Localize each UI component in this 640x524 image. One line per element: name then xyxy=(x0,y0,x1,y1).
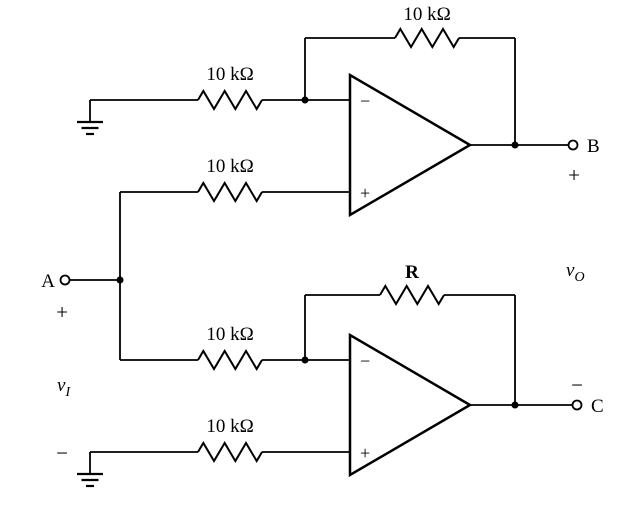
top-opamp-circuit: 10 kΩ 10 kΩ 10 kΩ − + B + xyxy=(75,4,600,218)
terminal-c-sign: − xyxy=(571,373,583,397)
opamp-top-noninverting-sign: + xyxy=(360,183,370,203)
ground-symbol-top xyxy=(75,120,105,136)
terminal-c-circle xyxy=(571,399,583,411)
junction-dot xyxy=(511,141,519,149)
opamp-bottom-inverting-sign: − xyxy=(360,351,370,371)
v-in-base: v xyxy=(57,375,66,396)
opamp-bottom-noninverting-sign: + xyxy=(360,443,370,463)
resistor-top-noninverting xyxy=(197,182,264,202)
opamp-top xyxy=(348,72,473,218)
input-source: A + vI − vO xyxy=(41,192,585,465)
v-out-base: v xyxy=(566,260,575,281)
terminal-a-sign: + xyxy=(56,300,68,324)
terminal-a-circle xyxy=(59,274,71,286)
resistor-label-bottom-feedback: R xyxy=(405,262,419,283)
opamp-bottom xyxy=(348,332,473,478)
junction-dot xyxy=(301,356,309,364)
junction-dot xyxy=(511,401,519,409)
terminal-a-label: A xyxy=(41,271,55,292)
resistor-label-top-feedback: 10 kΩ xyxy=(403,4,450,25)
resistor-label-top-noninverting: 10 kΩ xyxy=(206,156,253,177)
resistor-top-feedback xyxy=(394,28,461,48)
bottom-opamp-circuit: R 10 kΩ 10 kΩ − + C − xyxy=(75,262,604,488)
resistor-bottom-noninverting xyxy=(197,442,264,462)
resistor-top-inverting xyxy=(197,90,264,110)
source-minus-sign: − xyxy=(56,441,68,465)
resistor-label-top-inverting: 10 kΩ xyxy=(206,64,253,85)
resistor-bottom-inverting xyxy=(197,350,264,370)
terminal-c-label: C xyxy=(591,396,604,417)
v-in-sub: I xyxy=(64,385,71,400)
terminal-b-sign: + xyxy=(568,163,580,187)
resistor-label-bottom-inverting: 10 kΩ xyxy=(206,324,253,345)
terminal-b-label: B xyxy=(587,136,600,157)
opamp-top-inverting-sign: − xyxy=(360,91,370,111)
v-out-label: vO xyxy=(566,260,585,285)
v-out-sub: O xyxy=(574,270,584,285)
v-in-label: vI xyxy=(57,375,71,400)
resistor-bottom-feedback xyxy=(379,285,446,305)
junction-dot xyxy=(301,96,309,104)
resistor-label-bottom-noninverting: 10 kΩ xyxy=(206,416,253,437)
terminal-b-circle xyxy=(567,139,579,151)
ground-symbol-bottom xyxy=(75,472,105,488)
